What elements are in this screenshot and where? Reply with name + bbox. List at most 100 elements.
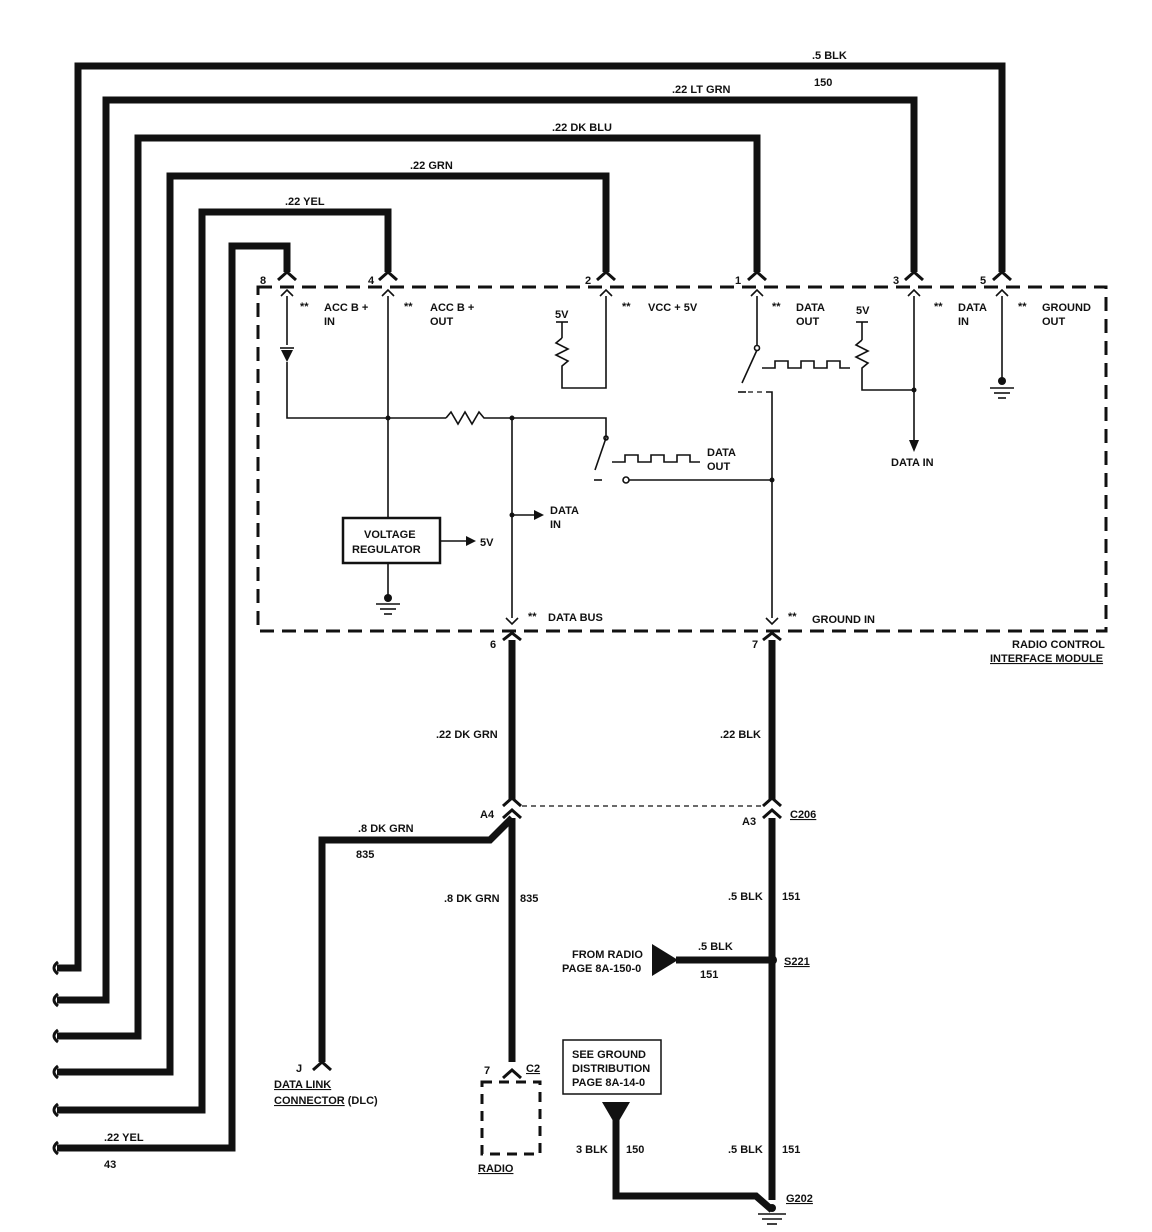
pin5-function: GROUND	[1042, 302, 1091, 314]
wire-pin8-yel	[57, 242, 291, 1152]
ground-3blk-label: 3 BLK	[576, 1144, 608, 1156]
pin7-function: GROUND IN	[812, 614, 875, 626]
c206-a4-label: A4	[480, 809, 495, 821]
pin4-stars: **	[404, 301, 413, 313]
pin-number-3: 3	[893, 275, 899, 287]
pin-number-7: 7	[752, 639, 758, 651]
pin6-wire-label: .22 DK GRN	[436, 729, 498, 741]
radio-connector-label: C2	[526, 1063, 540, 1075]
wire-label-pin1: .22 DK BLU	[552, 122, 612, 134]
splice-wire-label: .5 BLK	[698, 941, 733, 953]
data-in-arrow-right	[909, 440, 919, 452]
pin6-stars: **	[528, 611, 537, 623]
pin-number-5: 5	[980, 275, 986, 287]
data-out-label-mid-1: DATA	[707, 447, 736, 459]
c206-a3-top	[762, 795, 782, 808]
g202-label: G202	[786, 1193, 813, 1205]
pin5-stars: **	[1018, 301, 1027, 313]
pin1-female	[750, 288, 764, 297]
pin5-function-2: OUT	[1042, 316, 1066, 328]
module-name-2: INTERFACE MODULE	[990, 653, 1103, 665]
c206-a4-top	[502, 795, 522, 808]
dlc-label-2-underlined: CONNECTOR	[274, 1095, 345, 1107]
wire-pin4-yel	[57, 208, 392, 1114]
data-in-label-right: DATA IN	[891, 457, 934, 469]
wire-pin2-grn	[57, 172, 610, 1076]
ground-150-label: 150	[626, 1144, 644, 1156]
pullup-resistor	[554, 296, 607, 389]
pin5-connector	[992, 269, 1012, 282]
from-radio-label-1: FROM RADIO	[572, 949, 643, 961]
pin6-connector	[502, 631, 522, 642]
wire-pin5-blk	[57, 62, 1006, 972]
harness-terminal	[52, 1102, 59, 1118]
regulator-label-1: VOLTAGE	[364, 529, 416, 541]
ground-circuit-label: 151	[782, 891, 800, 903]
c206-a3-bottom	[762, 807, 782, 820]
pin3-function: DATA	[958, 302, 987, 314]
pin7-female	[765, 617, 779, 626]
harness-terminal	[52, 1028, 59, 1044]
pin7-wire-label: .22 BLK	[720, 729, 761, 741]
wire-label-pin3: .22 LT GRN	[672, 84, 731, 96]
pin2-female	[599, 288, 613, 297]
harness-end-terminals	[52, 960, 59, 1156]
dlc-wire-label: .8 DK GRN	[358, 823, 414, 835]
pin-number-4: 4	[368, 275, 375, 287]
wire-dlc-dk-grn	[318, 815, 515, 1062]
radio-wire-label: .8 DK GRN	[444, 893, 500, 905]
dlc-label-2-rest: (DLC)	[345, 1095, 378, 1107]
diode-symbol	[281, 350, 293, 362]
wire-pin3-lt-grn	[57, 96, 918, 1004]
radio-box	[480, 1080, 542, 1156]
dlc-pin-label: J	[296, 1063, 302, 1075]
radio-pin-label: 7	[484, 1065, 490, 1077]
pin4-function: ACC B +	[430, 302, 474, 314]
data-in-label-mid-2: IN	[550, 519, 561, 531]
v5-label-b: 5V	[856, 305, 870, 317]
splice-circuit-label: 151	[700, 969, 718, 981]
pin8-connector	[277, 269, 297, 282]
wire-label-pin4: .22 YEL	[285, 196, 325, 208]
pin7-stars: **	[788, 611, 797, 623]
module-name-1: RADIO CONTROL	[1012, 639, 1105, 651]
pin-number-2: 2	[585, 275, 591, 287]
regulator-output-label: 5V	[480, 537, 494, 549]
regulator-label-2: REGULATOR	[352, 544, 421, 556]
pin5-female	[995, 288, 1009, 297]
wire-ground-3-blk	[612, 1118, 775, 1213]
module-boundary	[256, 285, 1108, 633]
dlc-label-2-wrap: CONNECTOR (DLC)	[274, 1095, 378, 1107]
pin2-connector	[596, 269, 616, 282]
switch-contact	[594, 437, 607, 471]
lower-wiring	[312, 640, 786, 1225]
radio-connector	[502, 1067, 522, 1080]
dlc-circuit-label: 835	[356, 849, 374, 861]
radio-label: RADIO	[478, 1163, 514, 1175]
pin1-stars: **	[772, 301, 781, 313]
pin-number-6: 6	[490, 639, 496, 651]
c206-a4-bottom	[502, 807, 522, 820]
pin2-function: VCC + 5V	[648, 302, 698, 314]
pin3-function-2: IN	[958, 316, 969, 328]
pin3-stars: **	[934, 301, 943, 313]
see-ground-label-1: SEE GROUND	[572, 1049, 646, 1061]
harness-terminal	[52, 1064, 59, 1080]
pulse-train	[612, 454, 700, 463]
harness-wires	[57, 62, 1006, 1152]
v5-label-a: 5V	[555, 309, 569, 321]
pin3-female	[907, 288, 921, 297]
ground-distribution-arrow	[602, 1102, 630, 1126]
pin4-female	[381, 288, 395, 297]
pulse-train	[762, 360, 850, 369]
ground-151-label: 151	[782, 1144, 800, 1156]
radio-circuit-label: 835	[520, 893, 538, 905]
internal-circuit	[280, 296, 1014, 618]
data-in-label-mid-1: DATA	[550, 505, 579, 517]
pin3-connector	[904, 269, 924, 282]
pullup-resistor	[854, 339, 914, 391]
pin1-function-2: OUT	[796, 316, 820, 328]
pin8-function-2: IN	[324, 316, 335, 328]
pin4-function-2: OUT	[430, 316, 454, 328]
